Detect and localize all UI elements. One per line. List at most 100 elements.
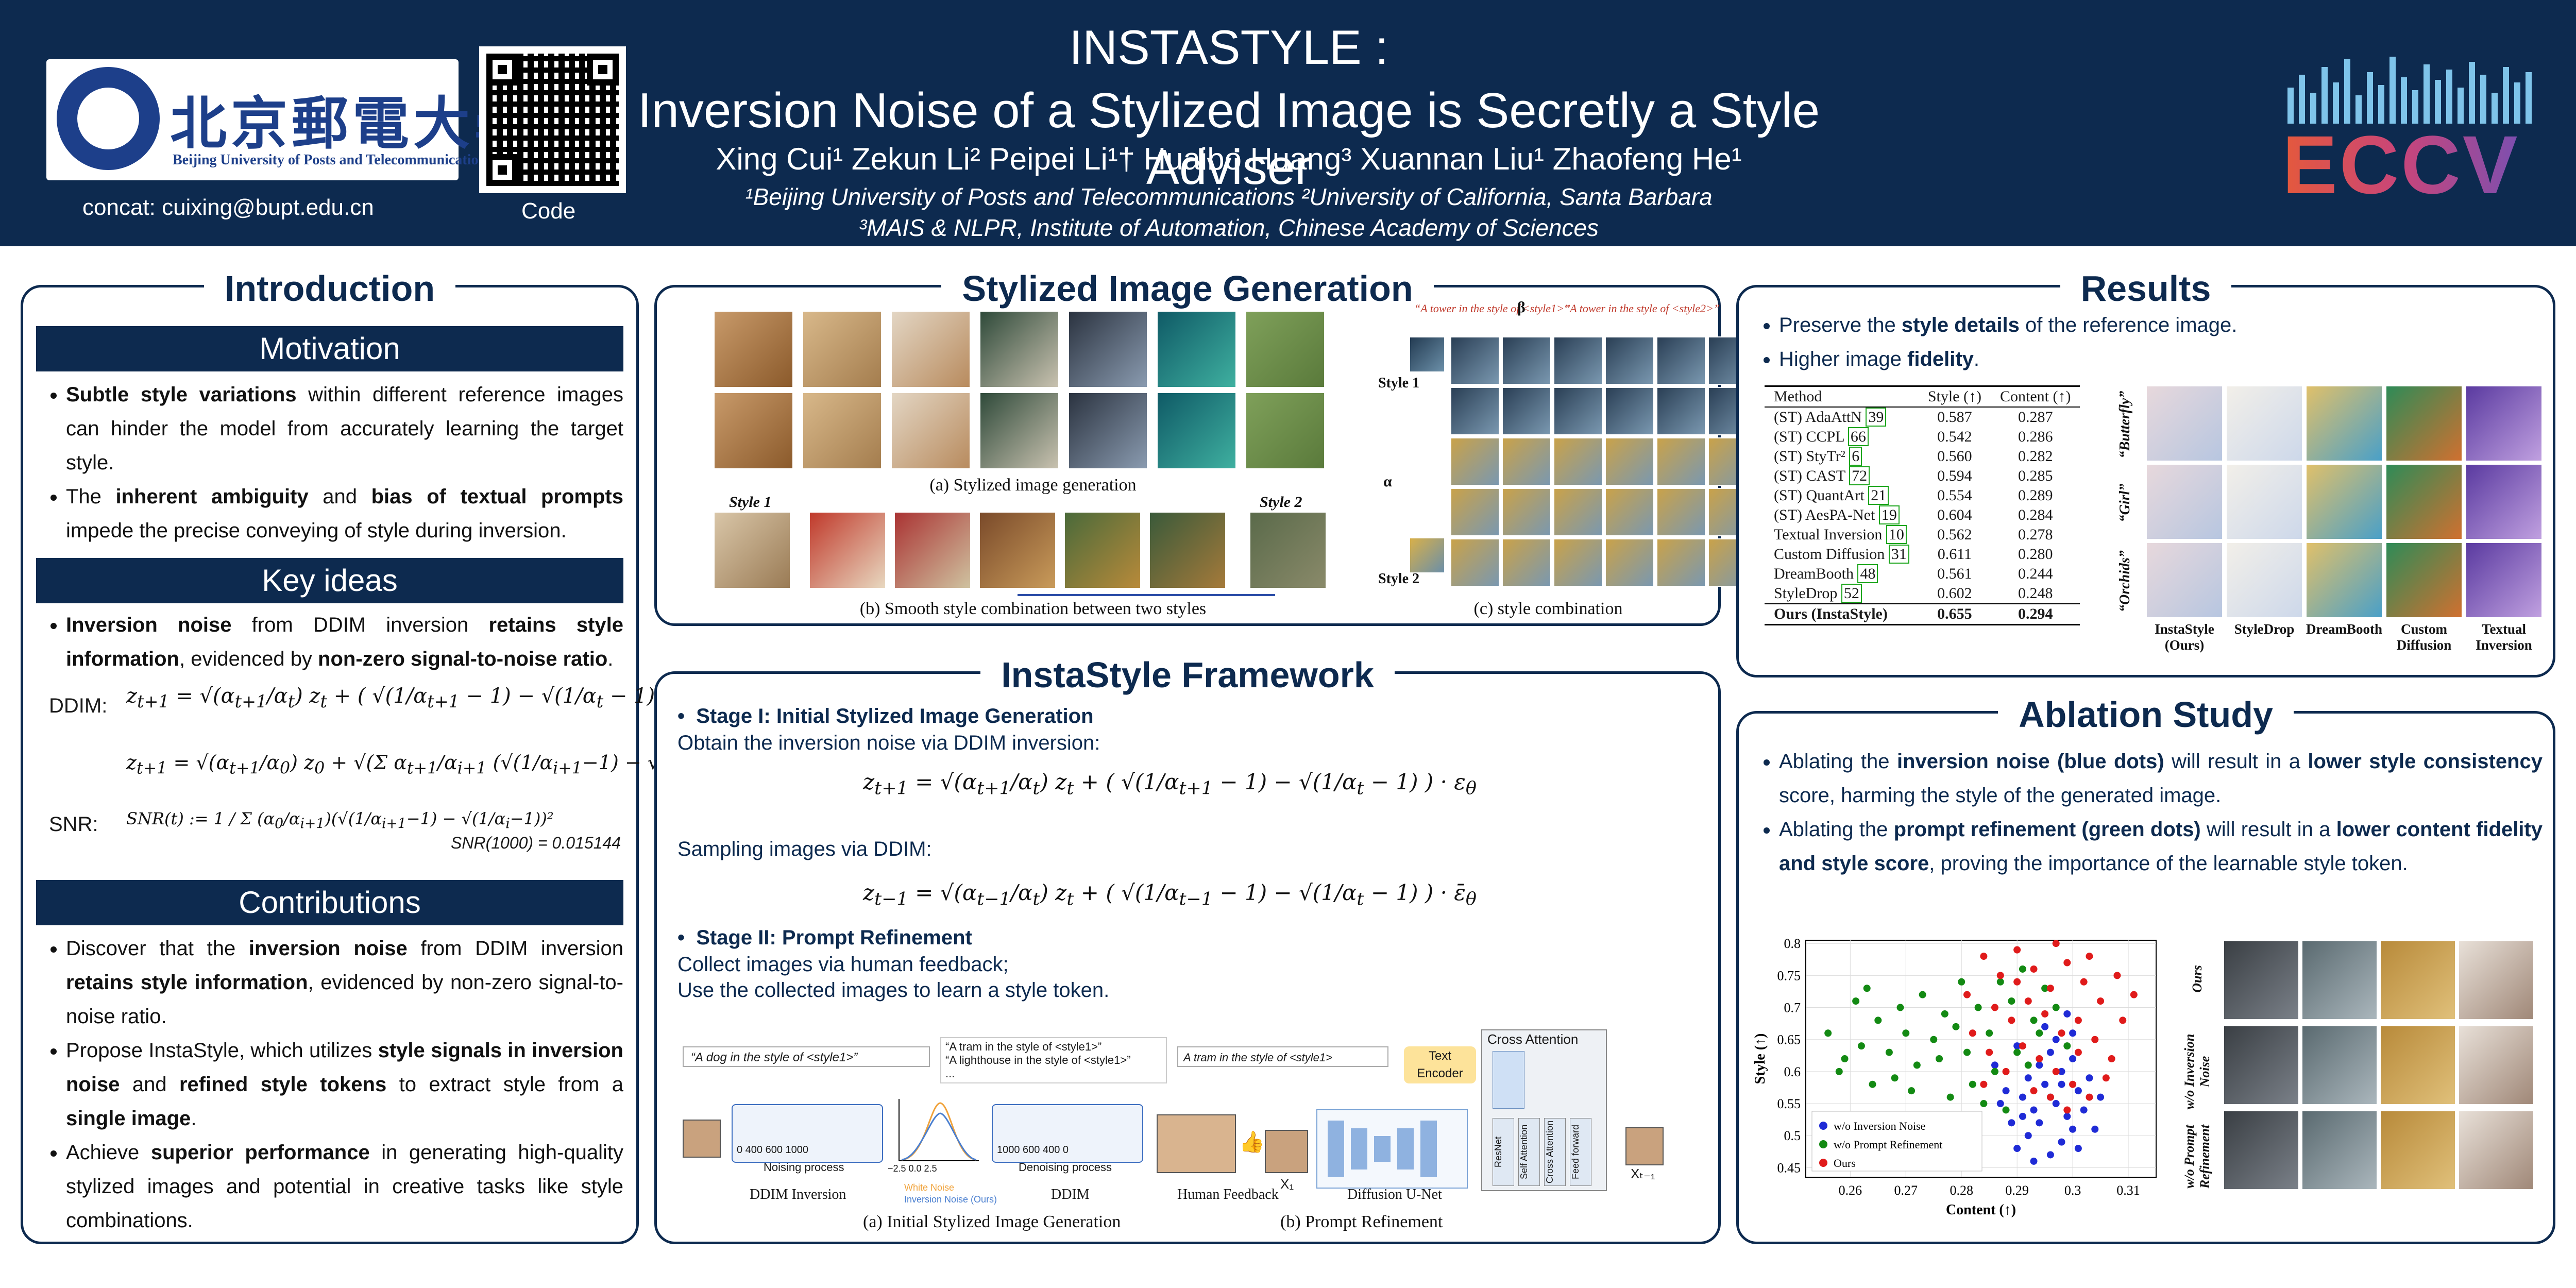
scatter-point [1996,1100,2004,1108]
caption-stylized-c: (c) style combination [1473,599,1623,618]
method-cell: DreamBooth 48 [1765,564,1919,584]
combination-grid-image [1502,488,1551,536]
scatter-point [2074,1145,2082,1153]
ablation-image [2380,940,2456,1020]
scatter-point [2052,1004,2060,1011]
ablation-bullet-1: Ablating the inversion noise (blue dots)… [1779,744,2543,812]
style-score-cell: 0.560 [1937,448,1972,465]
contribution-item-2: Propose InstaStyle, which utilizes style… [66,1033,623,1136]
scatter-point [1958,978,1965,986]
key-idea-item: Inversion noise from DDIM inversion reta… [66,608,623,676]
scatter-point [2036,1061,2043,1069]
scatter-point [2036,1029,2043,1037]
content-score-cell: 0.289 [2018,487,2053,504]
scatter-point [2030,1087,2038,1095]
scatter-point [2002,1087,2010,1095]
scatter-point [2008,997,2015,1005]
combination-grid-image [1553,336,1603,385]
legend-marker [1819,1122,1827,1130]
legend-label: Ours [1834,1157,1856,1170]
logo-english-name: Beijing University of Posts and Telecomm… [173,152,492,168]
contribution-item-1: Discover that the inversion noise from D… [66,931,623,1033]
scatter-point [2080,978,2088,986]
ablation-panel: Ablation Study Ablating the inversion no… [1736,694,2555,1244]
style1-reference-image [1409,336,1445,372]
ablation-row-label: w/o Prompt Refinement [2182,1124,2212,1189]
stylized-image [1068,311,1148,388]
unet-box [1316,1109,1468,1189]
method-cell: (ST) CAST 72 [1765,466,1919,486]
scatter-point [2046,1151,2054,1159]
ddim-inversion-label: DDIM Inversion [750,1187,846,1202]
results-image [2146,385,2223,462]
scatter-point [1991,1004,1998,1011]
method-cell: StyleDrop 52 [1765,584,1919,604]
stage2-heading: • Stage II: Prompt Refinement [677,926,972,949]
scatter-point [2063,1112,2071,1120]
combination-grid-image [1450,437,1500,486]
alpha-label: α [1383,473,1392,490]
ablation-image [2301,1110,2378,1190]
x-axis-label: Content (↑) [1946,1202,2016,1218]
ablation-bullet-2: Ablating the prompt refinement (green do… [1779,812,2543,880]
legend-label: w/o Inversion Noise [1834,1120,1925,1132]
scatter-point [2013,1145,2021,1153]
method-cell: (ST) AesPA-Net 19 [1765,505,1919,525]
skyline-icon [2287,52,2545,124]
results-image [2465,385,2543,462]
scatter-point [2108,1055,2115,1062]
scatter-point [2102,1074,2110,1082]
style-score-cell: 0.604 [1937,506,1972,523]
tower-prompt-2: “A tower in the style of <style2>” [1564,302,1720,315]
stage2-text-2: Use the collected images to learn a styl… [677,979,1110,1002]
scatter-point [2024,1061,2032,1069]
qr-code-icon[interactable] [479,46,626,193]
x-tick-label: 0.27 [1894,1183,1918,1198]
scatter-point [2091,1036,2099,1043]
method-cell: Ours (InstaStyle) [1765,603,1919,625]
content-score-cell: 0.294 [1990,603,2080,625]
legend-marker [1819,1159,1827,1167]
style-score-cell: 0.655 [1918,603,1991,625]
stylized-image [1157,392,1236,469]
scatter-point [2013,1048,2021,1056]
affiliation-line2: ³MAIS & NLPR, Institute of Automation, C… [858,214,1599,241]
reference-number: 21 [1868,486,1889,505]
table-header-style: Style (↑) [1918,385,1991,408]
scatter-point [2046,1093,2054,1101]
x-tick-label: 0.26 [1839,1183,1862,1198]
framework-title: InstaStyle Framework [980,655,1395,695]
scatter-point [2058,1138,2065,1146]
beta-label: β [1517,299,1526,316]
combination-grid-image [1450,387,1500,435]
scatter-point [2046,985,2054,992]
scatter-point [2086,1093,2093,1101]
stylized-image [891,392,971,469]
text-encoder-block: Text Encoder [1404,1046,1476,1083]
snr-label: SNR: [49,813,98,836]
introduction-title: Introduction [204,268,456,309]
framework-panel: InstaStyle Framework • Stage I: Initial … [654,655,1721,1244]
reference-number: 52 [1841,584,1862,603]
thumbs-up-icon: 👍 [1239,1131,1265,1154]
combination-grid-image [1656,488,1706,536]
legend-label: w/o Prompt Refinement [1834,1138,1942,1151]
contributions-text: Discover that the inversion noise from D… [36,931,623,1238]
scatter-point [1980,1080,1988,1088]
scatter-point [2013,978,2021,986]
framework-inversion-equation: zt+1 = √(αt+1/αt) zt + ( √(1/αt+1 − 1) −… [863,769,1477,799]
scatter-point [1946,1093,1954,1101]
code-label: Code [521,198,576,224]
style2-label: Style 2 [1260,494,1302,511]
style-score-cell: 0.554 [1937,487,1972,504]
stage1-text: Obtain the inversion noise via DDIM inve… [677,732,1100,754]
inversion-noise-legend: Inversion Noise (Ours) [904,1194,997,1205]
scatter-point [1963,991,1971,998]
style-score-cell: 0.561 [1937,565,1972,582]
scatter-point [2069,1080,2077,1088]
scatter-point [1824,1029,1832,1037]
